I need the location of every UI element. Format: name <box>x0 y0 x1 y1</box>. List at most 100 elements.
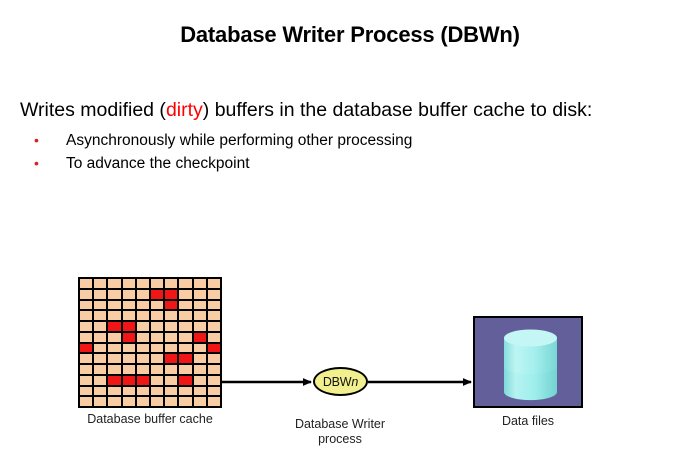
clean-buffer-cell <box>165 375 178 385</box>
dbwn-label-italic-n: n <box>351 374 359 389</box>
clean-buffer-cell <box>207 386 220 396</box>
clean-buffer-cell <box>136 289 149 299</box>
clean-buffer-cell <box>165 397 178 406</box>
clean-buffer-cell <box>207 375 220 385</box>
dirty-buffer-cell <box>207 343 220 353</box>
clean-buffer-cell <box>94 289 107 299</box>
dirty-buffer-cell <box>165 354 178 363</box>
clean-buffer-cell <box>108 386 121 396</box>
clean-buffer-cell <box>150 279 164 288</box>
clean-buffer-cell <box>165 311 178 320</box>
clean-buffer-cell <box>108 365 121 374</box>
clean-buffer-cell <box>80 375 93 385</box>
dirty-buffer-cell <box>165 289 178 299</box>
clean-buffer-cell <box>179 343 192 353</box>
clean-buffer-cell <box>94 311 107 320</box>
clean-buffer-cell <box>165 322 178 331</box>
clean-buffer-cell <box>80 300 93 310</box>
clean-buffer-cell <box>122 343 135 353</box>
dbwn-caption: Database Writer process <box>265 417 415 447</box>
dirty-buffer-cell <box>179 375 192 385</box>
clean-buffer-cell <box>150 300 164 310</box>
clean-buffer-cell <box>207 311 220 320</box>
clean-buffer-cell <box>136 397 149 406</box>
clean-buffer-cell <box>179 289 192 299</box>
clean-buffer-cell <box>136 332 149 342</box>
bullet-point-icon: • <box>34 132 39 148</box>
dbwn-label-main: DBW <box>322 374 352 389</box>
list-item: • Asynchronously while performing other … <box>20 129 660 152</box>
lead-text-before: Writes modified ( <box>20 99 166 121</box>
clean-buffer-cell <box>108 397 121 406</box>
dbwn-caption-line1: Database Writer <box>294 417 386 431</box>
clean-buffer-cell <box>165 332 178 342</box>
clean-buffer-cell <box>122 279 135 288</box>
clean-buffer-cell <box>150 332 164 342</box>
clean-buffer-cell <box>193 365 206 374</box>
clean-buffer-cell <box>122 365 135 374</box>
clean-buffer-cell <box>150 311 164 320</box>
clean-buffer-cell <box>193 397 206 406</box>
clean-buffer-cell <box>136 365 149 374</box>
bullet-text: To advance the checkpoint <box>66 155 250 172</box>
clean-buffer-cell <box>165 386 178 396</box>
dbwn-caption-line2: process <box>318 432 362 446</box>
clean-buffer-cell <box>94 300 107 310</box>
clean-buffer-cell <box>80 386 93 396</box>
clean-buffer-cell <box>122 386 135 396</box>
dirty-buffer-cell <box>136 375 149 385</box>
clean-buffer-cell <box>80 279 93 288</box>
clean-buffer-cell <box>207 322 220 331</box>
clean-buffer-cell <box>80 397 93 406</box>
bullet-list: • Asynchronously while performing other … <box>20 129 660 175</box>
clean-buffer-cell <box>165 279 178 288</box>
clean-buffer-cell <box>80 365 93 374</box>
clean-buffer-cell <box>193 279 206 288</box>
dirty-buffer-cell <box>122 332 135 342</box>
clean-buffer-cell <box>165 365 178 374</box>
clean-buffer-cell <box>193 289 206 299</box>
clean-buffer-cell <box>150 343 164 353</box>
database-buffer-cache-grid <box>78 277 222 408</box>
clean-buffer-cell <box>94 279 107 288</box>
clean-buffer-cell <box>207 354 220 363</box>
clean-buffer-cell <box>94 365 107 374</box>
clean-buffer-cell <box>80 332 93 342</box>
clean-buffer-cell <box>108 311 121 320</box>
clean-buffer-cell <box>136 279 149 288</box>
clean-buffer-cell <box>80 322 93 331</box>
clean-buffer-cell <box>136 386 149 396</box>
dirty-buffer-cell <box>122 375 135 385</box>
dirty-keyword: dirty <box>165 99 203 121</box>
dirty-buffer-cell <box>150 289 164 299</box>
clean-buffer-cell <box>150 375 164 385</box>
clean-buffer-cell <box>179 311 192 320</box>
clean-buffer-cell <box>136 343 149 353</box>
page-title: Database Writer Process (DBWn) <box>180 22 520 47</box>
clean-buffer-cell <box>207 365 220 374</box>
clean-buffer-cell <box>207 279 220 288</box>
clean-buffer-cell <box>207 300 220 310</box>
clean-buffer-cell <box>179 322 192 331</box>
clean-buffer-cell <box>193 354 206 363</box>
clean-buffer-cell <box>179 332 192 342</box>
clean-buffer-cell <box>136 300 149 310</box>
clean-buffer-cell <box>165 343 178 353</box>
lead-text-after: ) buffers in the database buffer cache t… <box>202 99 593 121</box>
clean-buffer-cell <box>207 289 220 299</box>
data-files-box <box>473 316 583 408</box>
clean-buffer-cell <box>80 311 93 320</box>
clean-buffer-cell <box>94 375 107 385</box>
clean-buffer-cell <box>80 289 93 299</box>
clean-buffer-cell <box>94 322 107 331</box>
dirty-buffer-cell <box>193 332 206 342</box>
clean-buffer-cell <box>179 386 192 396</box>
clean-buffer-cell <box>136 311 149 320</box>
clean-buffer-cell <box>108 300 121 310</box>
clean-buffer-cell <box>94 343 107 353</box>
clean-buffer-cell <box>94 386 107 396</box>
dirty-buffer-cell <box>165 300 178 310</box>
